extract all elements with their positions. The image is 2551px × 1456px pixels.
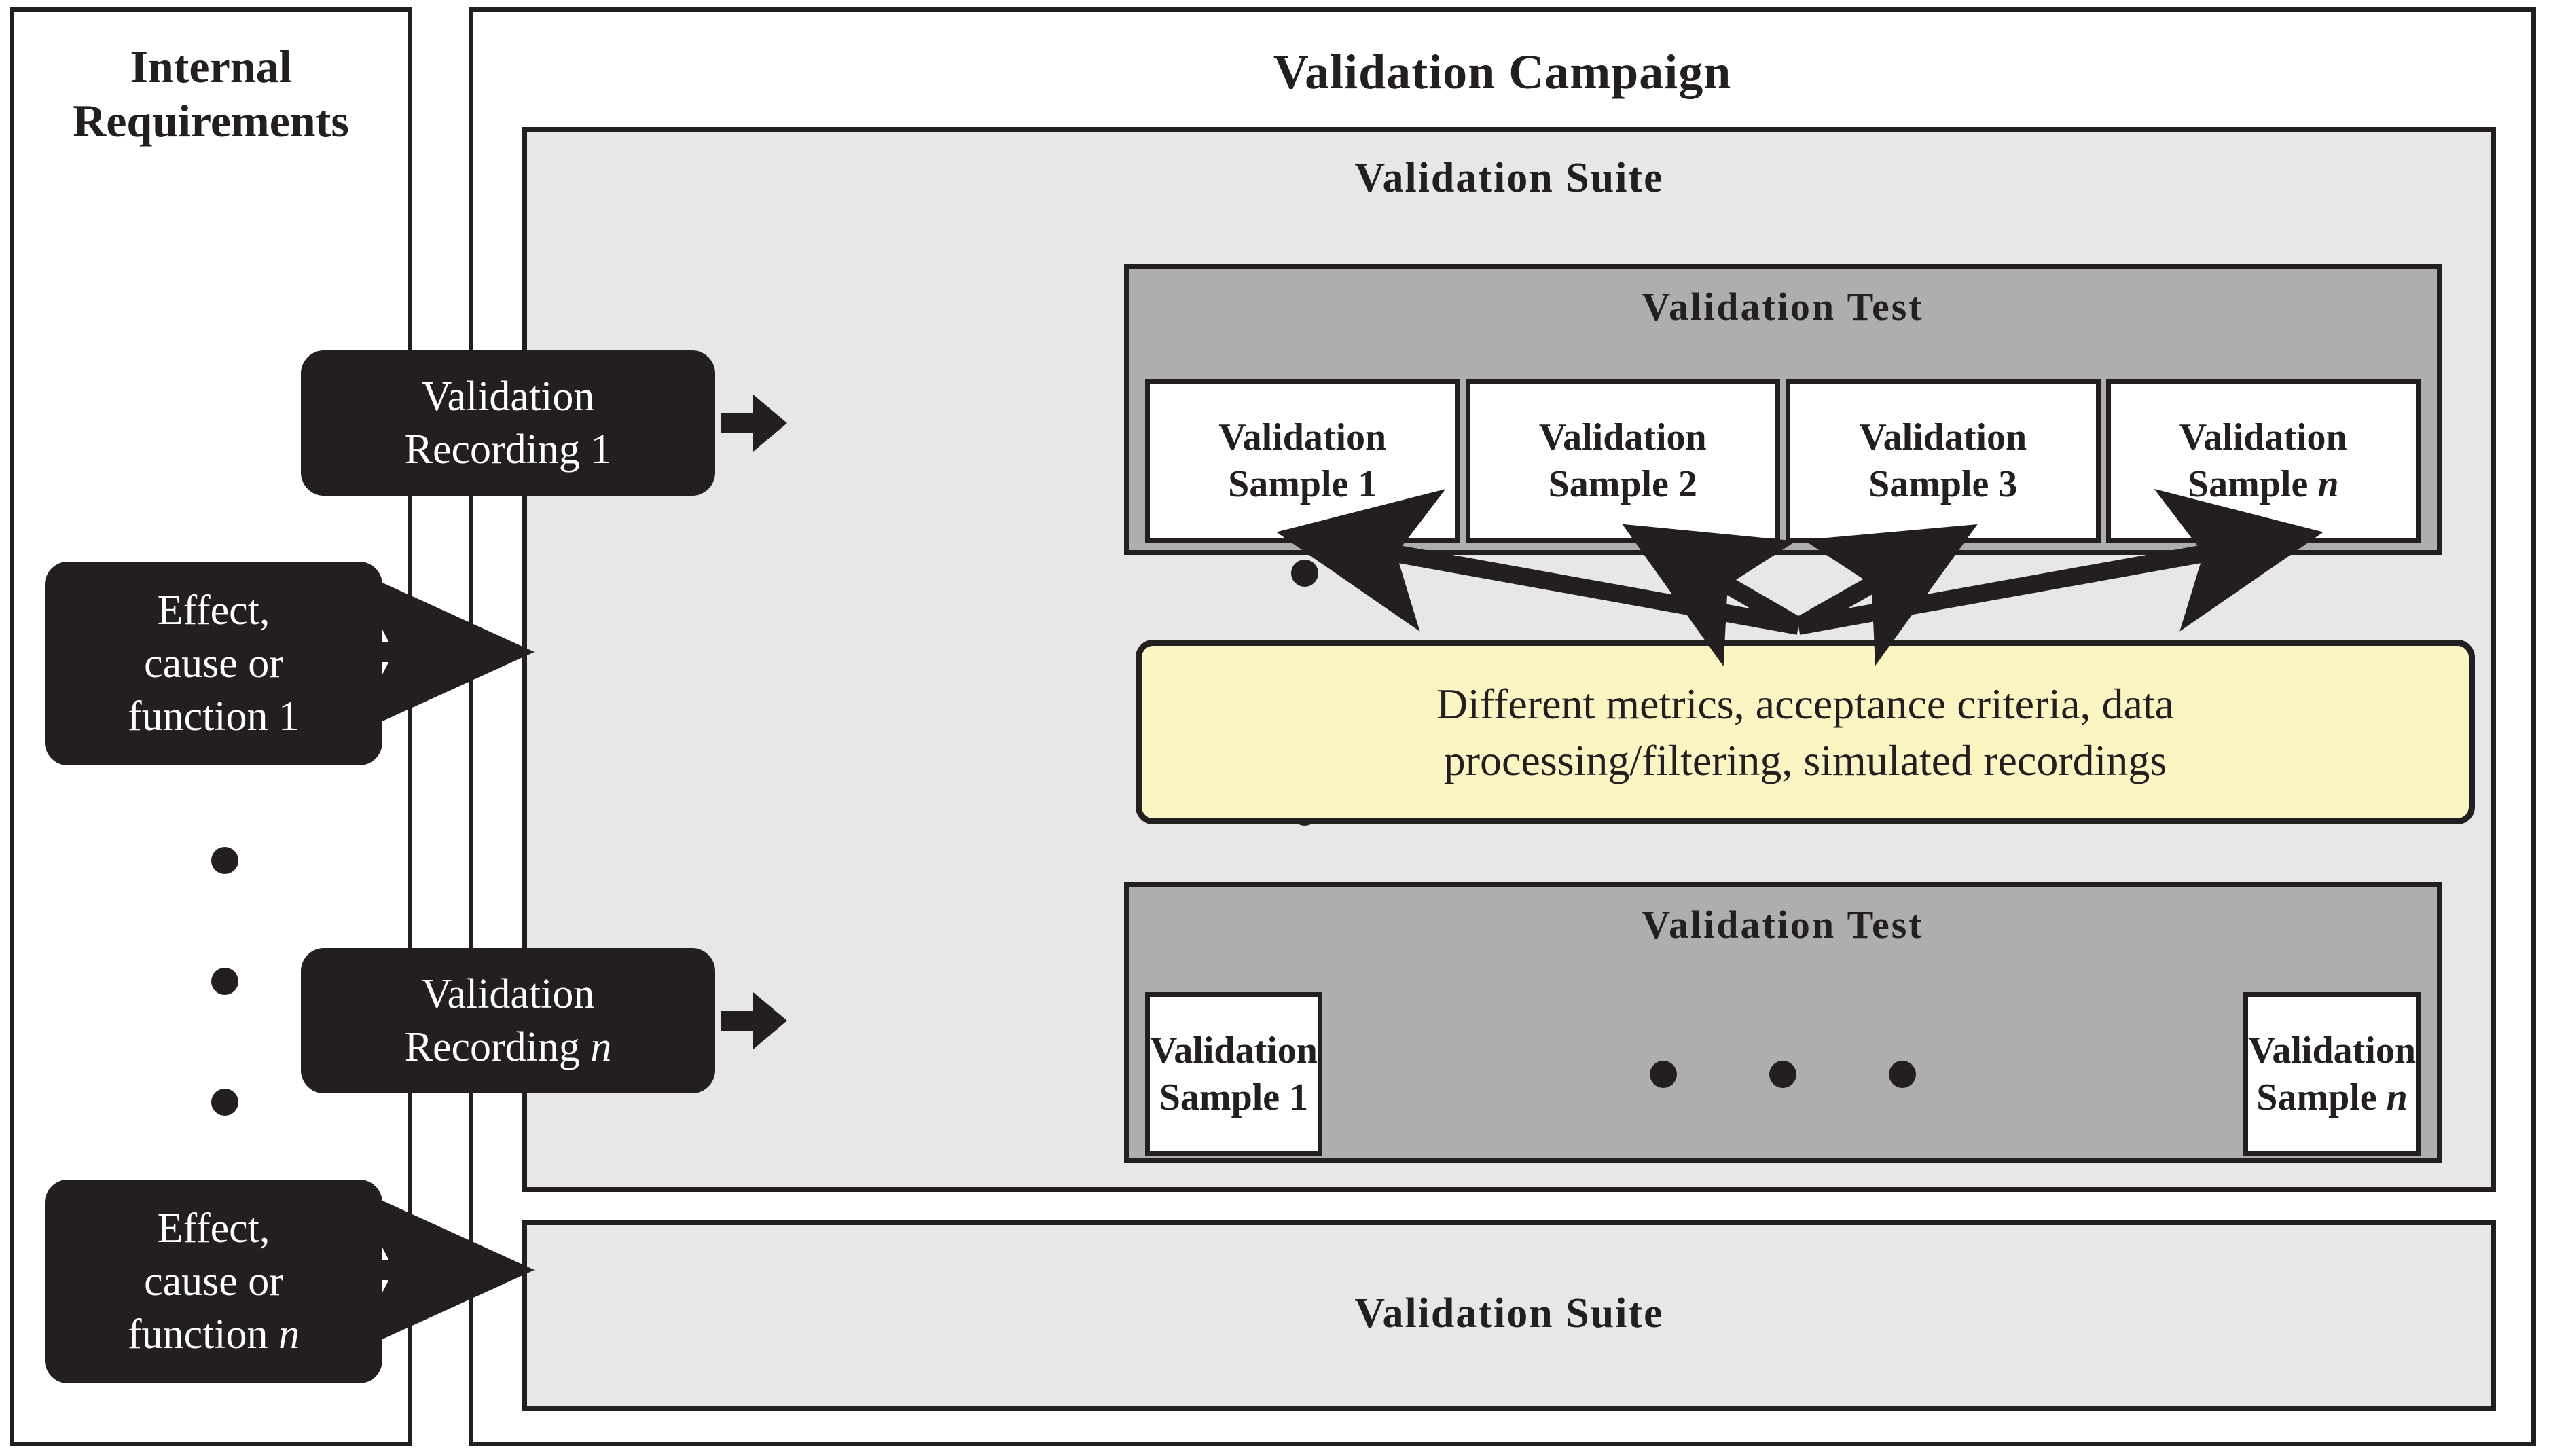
t2-sample-1-line1: Validation (1150, 1030, 1318, 1072)
note-line1: Different metrics, acceptance criteria, … (1436, 679, 2175, 728)
internal-requirements-ellipsis (191, 847, 259, 1125)
recording-1-line2: Recording 1 (404, 426, 612, 473)
ellipsis-dot (1291, 560, 1318, 587)
ellipsis-dot (1769, 1060, 1796, 1088)
recording-1-line1: Validation (421, 373, 595, 420)
note-line2: processing/filtering, simulated recordin… (1443, 736, 2167, 784)
arrow-recording-n-to-test-2 (721, 992, 787, 1049)
validation-recording-1-label: Validation Recording 1 (405, 370, 612, 476)
sample-n-line1: Validation (2179, 416, 2347, 459)
validation-sample-2[interactable]: Validation Sample 2 (1465, 379, 1780, 543)
sample-3-line1: Validation (1859, 416, 2027, 459)
validation-test-1: Validation Test Validation Sample 1 Vali… (1124, 264, 2442, 555)
effect-1-line1: Effect, (157, 587, 270, 634)
validation-suite-top-title: Validation Suite (1354, 155, 1664, 201)
ellipsis-dot (1650, 1060, 1677, 1088)
effect-n-line2: cause or (144, 1258, 283, 1305)
internal-requirements-panel: Internal Requirements Effect, cause or f… (10, 7, 412, 1446)
ellipsis-dot (211, 1089, 238, 1116)
sample-3-line2: Sample 3 (1868, 462, 2018, 505)
t2-sample-1-line2: Sample 1 (1159, 1076, 1309, 1118)
validation-suite-bottom-title: Validation Suite (1354, 1290, 1664, 1336)
validation-campaign-panel: Validation Campaign Validation Suite Val… (301, 7, 2536, 1446)
effect-cause-function-n-label: Effect, cause or function n (128, 1202, 300, 1361)
effect-n-line3: function n (127, 1311, 300, 1358)
validation-suite-top: Validation Suite Validation Recording 1 … (301, 127, 2496, 1192)
sample-1-line2: Sample 1 (1228, 462, 1377, 505)
validation-sample-1-test-2[interactable]: Validation Sample 1 (1145, 992, 1322, 1156)
validation-recording-n-label: Validation Recording n (405, 968, 612, 1074)
validation-sample-ellipsis (1650, 992, 1916, 1156)
metrics-criteria-note: Different metrics, acceptance criteria, … (1136, 640, 2475, 824)
sample-1-line1: Validation (1218, 416, 1387, 459)
effect-cause-function-n-box[interactable]: Effect, cause or function n (45, 1180, 382, 1383)
effect-n-line1: Effect, (157, 1205, 270, 1252)
validation-test-1-title: Validation Test (1642, 285, 1924, 329)
t2-sample-n-line2: Sample n (2256, 1076, 2408, 1118)
recording-n-line1: Validation (421, 970, 595, 1017)
validation-test-2-sample-row: Validation Sample 1 Validation Sample n (1145, 992, 2421, 1156)
sample-n-line2: Sample n (2187, 462, 2339, 505)
arrow-recording-1-to-test-1 (721, 395, 787, 452)
validation-sample-3[interactable]: Validation Sample 3 (1786, 379, 2101, 543)
validation-test-2-title: Validation Test (1642, 903, 1924, 947)
t2-sample-n-line1: Validation (2248, 1030, 2416, 1072)
internal-requirements-title-line1: Internal (130, 41, 292, 92)
recording-n-line2: Recording n (404, 1024, 612, 1070)
validation-sample-n-test-2[interactable]: Validation Sample n (2243, 992, 2421, 1156)
sample-2-line1: Validation (1538, 416, 1707, 459)
effect-1-line2: cause or (144, 640, 283, 687)
internal-requirements-title-line2: Requirements (73, 94, 349, 147)
validation-test-2: Validation Test Validation Sample 1 Vali… (1124, 882, 2442, 1163)
sample-2-line2: Sample 2 (1548, 462, 1697, 505)
validation-test-1-sample-row: Validation Sample 1 Validation Sample 2 … (1145, 379, 2421, 543)
ellipsis-dot (1889, 1060, 1916, 1088)
effect-1-line3: function 1 (127, 693, 300, 740)
effect-cause-function-1-label: Effect, cause or function 1 (128, 584, 300, 743)
internal-requirements-title: Internal Requirements (14, 40, 408, 148)
validation-recording-1-box[interactable]: Validation Recording 1 (301, 350, 715, 496)
validation-recording-n-box[interactable]: Validation Recording n (301, 948, 715, 1093)
validation-campaign-title: Validation Campaign (1273, 45, 1732, 99)
ellipsis-dot (211, 968, 238, 995)
validation-suite-bottom: Validation Suite (522, 1220, 2496, 1410)
ellipsis-dot (211, 847, 238, 874)
validation-sample-n[interactable]: Validation Sample n (2105, 379, 2421, 543)
validation-sample-1[interactable]: Validation Sample 1 (1145, 379, 1460, 543)
effect-cause-function-1-box[interactable]: Effect, cause or function 1 (45, 562, 382, 765)
